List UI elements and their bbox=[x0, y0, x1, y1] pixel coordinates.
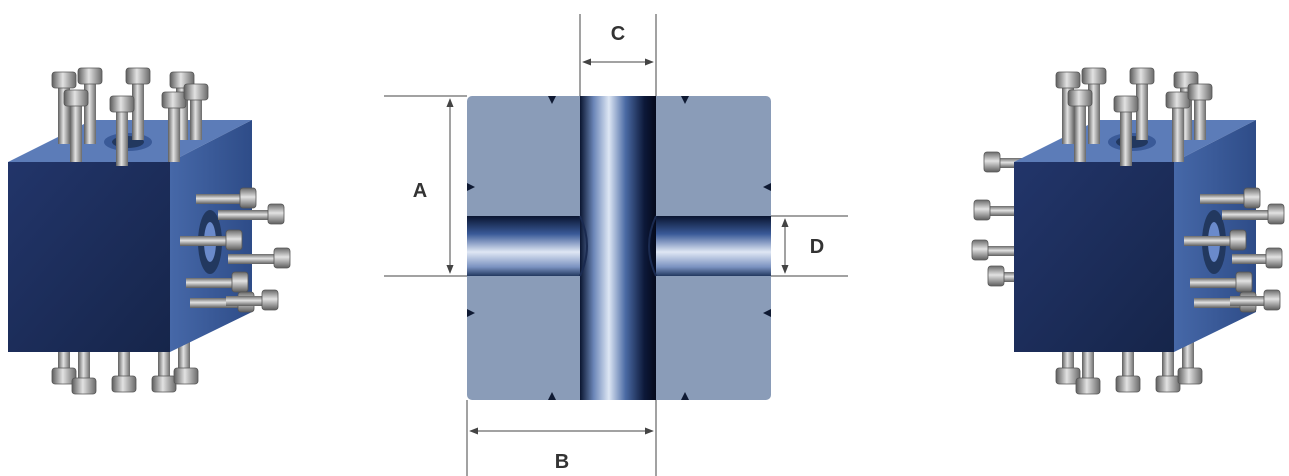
side-bolts bbox=[1184, 187, 1285, 313]
left-side-bolts bbox=[971, 151, 1030, 287]
dimension-label-d: D bbox=[810, 236, 824, 258]
top-bolts bbox=[51, 67, 209, 166]
right-block-view bbox=[971, 67, 1285, 395]
vertical-channel bbox=[580, 96, 656, 400]
dimension-lines bbox=[384, 14, 848, 476]
dimension-label-c: C bbox=[611, 23, 625, 45]
block-front-face bbox=[8, 162, 170, 352]
top-bolts bbox=[1055, 67, 1213, 166]
dimension-label-b: B bbox=[555, 451, 569, 473]
side-bolts bbox=[180, 187, 291, 313]
dimension-label-a: A bbox=[413, 180, 427, 202]
left-block-view bbox=[8, 67, 291, 395]
block-front-face bbox=[1014, 162, 1174, 352]
seal-notches bbox=[467, 96, 771, 400]
section-view: A B C D bbox=[384, 14, 848, 476]
